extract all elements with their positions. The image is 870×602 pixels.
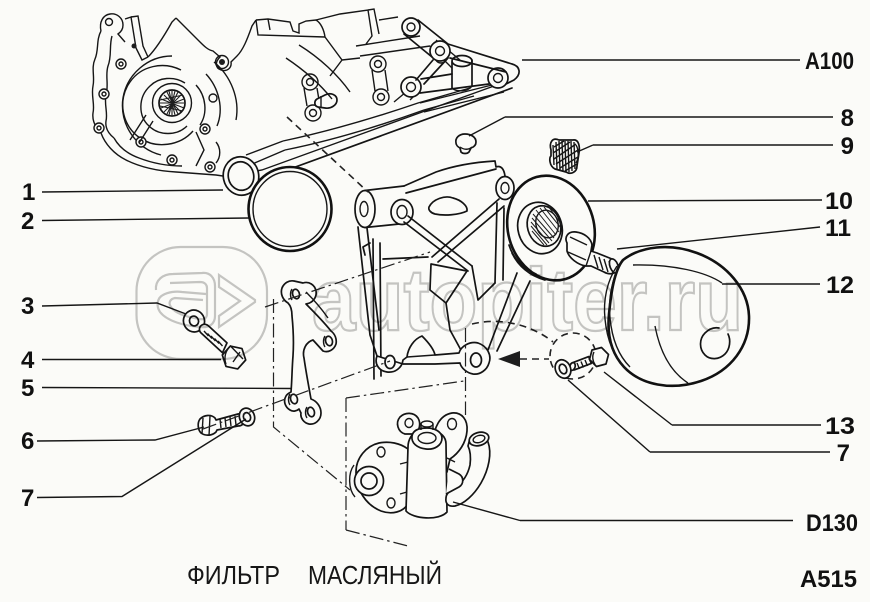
svg-text:3: 3 <box>21 293 34 320</box>
svg-text:A100: A100 <box>805 48 854 75</box>
svg-text:10: 10 <box>825 188 853 215</box>
svg-text:4: 4 <box>21 347 35 374</box>
svg-text:2: 2 <box>21 208 34 235</box>
svg-text:1: 1 <box>22 179 35 206</box>
svg-text:12: 12 <box>826 272 854 299</box>
svg-text:9: 9 <box>841 133 854 160</box>
svg-text:МАСЛЯНЫЙ: МАСЛЯНЫЙ <box>308 560 442 590</box>
svg-text:autopiter.ru: autopiter.ru <box>312 250 743 349</box>
svg-text:D130: D130 <box>806 510 858 537</box>
svg-text:7: 7 <box>21 485 34 512</box>
svg-text:7: 7 <box>837 440 850 467</box>
svg-text:ФИЛЬТР: ФИЛЬТР <box>187 560 280 590</box>
svg-text:6: 6 <box>21 428 34 455</box>
svg-text:13: 13 <box>825 413 855 440</box>
svg-text:8: 8 <box>841 105 854 132</box>
svg-text:11: 11 <box>825 215 851 242</box>
svg-text:A515: A515 <box>800 566 857 593</box>
svg-text:5: 5 <box>21 375 34 402</box>
